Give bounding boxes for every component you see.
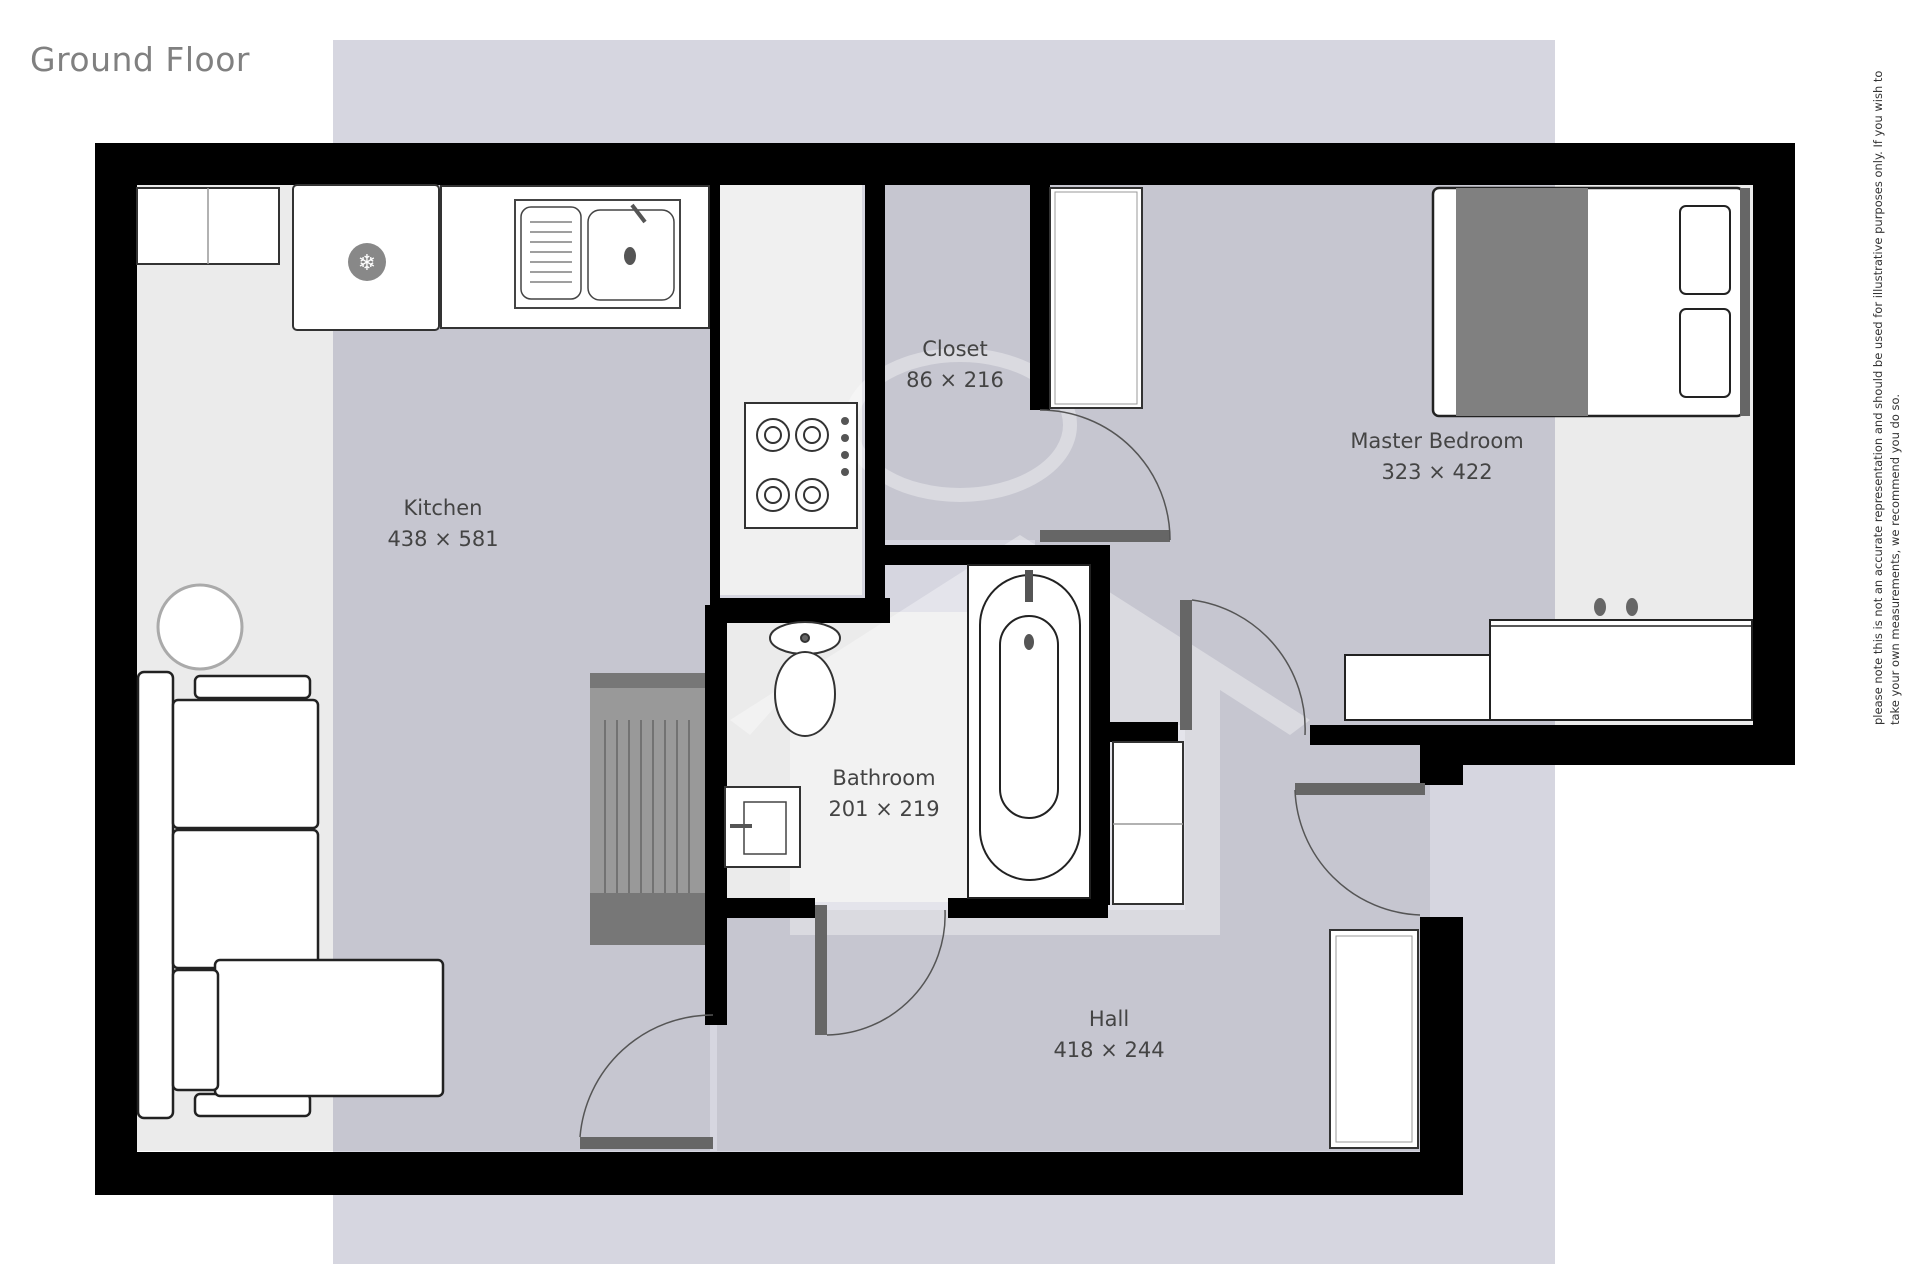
door-thresholds xyxy=(580,530,1425,1149)
closet-label: Closet xyxy=(922,337,987,361)
bathroom-dims: 201 × 219 xyxy=(828,797,939,821)
floor-title: Ground Floor xyxy=(30,40,250,79)
basin xyxy=(724,786,801,868)
toilet xyxy=(769,621,841,737)
hall-label: Hall xyxy=(1089,1007,1129,1031)
hall-dims: 418 × 244 xyxy=(1053,1038,1164,1062)
closet-wardrobe xyxy=(1049,187,1143,409)
sofa xyxy=(136,670,445,1120)
master-bedroom-dims: 323 × 422 xyxy=(1381,460,1492,484)
bathtub xyxy=(967,564,1091,899)
round-table xyxy=(156,583,244,671)
fridge: ❄ xyxy=(292,184,440,331)
disclaimer-text: please note this is not an accurate repr… xyxy=(1871,70,1902,725)
svg-text:❄: ❄ xyxy=(358,251,376,276)
closet-dims: 86 × 216 xyxy=(906,368,1004,392)
hob xyxy=(744,402,858,529)
snowflake-icon xyxy=(348,243,386,281)
door-swings xyxy=(579,409,1421,1138)
bathroom-label: Bathroom xyxy=(832,766,935,790)
rug xyxy=(590,673,705,945)
hall-floor xyxy=(717,910,1427,1151)
sink xyxy=(514,199,681,309)
kitchen-dims: 438 × 581 xyxy=(387,527,498,551)
walls xyxy=(95,143,1795,1195)
bedroom-drawers xyxy=(1344,598,1753,721)
kitchen-cabinet xyxy=(136,187,280,265)
hall-wardrobe xyxy=(1329,929,1419,1149)
bed xyxy=(1431,186,1750,418)
master-bedroom-label: Master Bedroom xyxy=(1350,429,1523,453)
kitchen-label: Kitchen xyxy=(404,496,483,520)
hall-floor-right xyxy=(1185,600,1430,920)
counter-floor xyxy=(717,185,862,595)
closet-floor xyxy=(885,185,1035,540)
hall-cupboard xyxy=(1112,741,1184,905)
